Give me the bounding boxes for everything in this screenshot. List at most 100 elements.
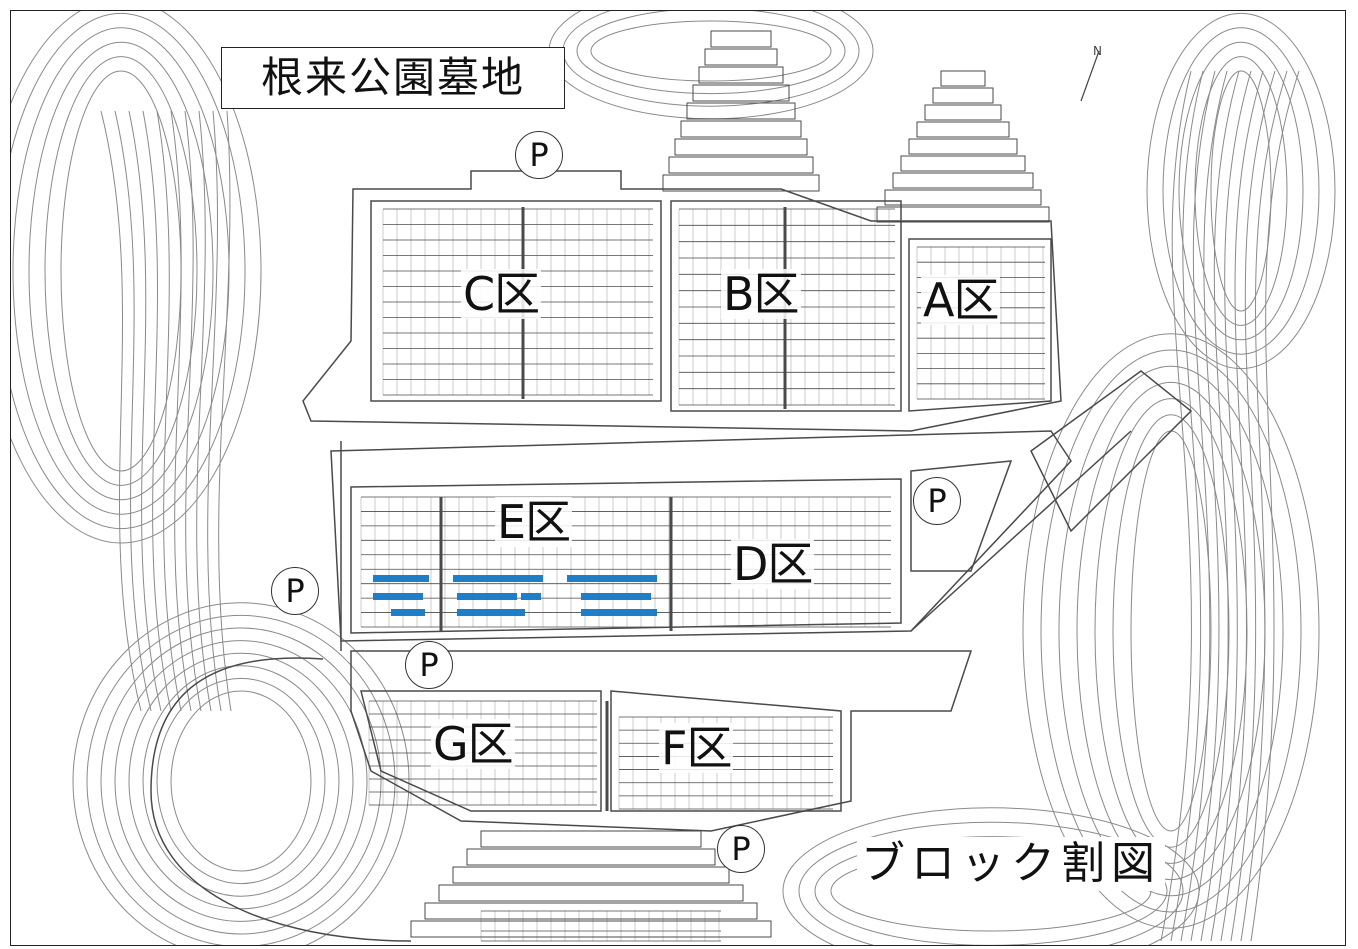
terrace-step — [662, 174, 820, 192]
road-outlines — [150, 170, 1193, 942]
terrace-step — [680, 120, 802, 138]
terrace-step — [932, 87, 994, 104]
contour-line — [1210, 70, 1252, 942]
terrace-step — [924, 104, 1002, 121]
contour-line — [576, 11, 846, 95]
cemetery-site-plan: N — [11, 11, 1336, 945]
highlighted-plot-row — [457, 593, 517, 600]
contour-line — [590, 20, 832, 82]
terrace-step — [876, 206, 1050, 223]
parking-marker[interactable]: P — [271, 567, 319, 615]
contour-line — [562, 11, 860, 107]
contour-line — [184, 110, 202, 712]
road-outline — [150, 657, 412, 942]
contour-line — [170, 110, 192, 712]
contour-line — [1190, 70, 1228, 942]
road-outline — [330, 430, 1072, 642]
zone-label-g[interactable]: G区 — [431, 717, 515, 771]
terrace-step — [410, 920, 772, 938]
parking-marker[interactable]: P — [405, 641, 453, 689]
terrace-step — [668, 156, 814, 174]
road-outline — [302, 170, 1062, 432]
terrace-step — [480, 830, 702, 848]
zone-label-d[interactable]: D区 — [731, 537, 815, 591]
highlighted-plot-row — [581, 593, 651, 600]
highlighted-plot-row — [567, 575, 657, 582]
contour-line — [1130, 430, 1212, 832]
zone-label-a[interactable]: A区 — [921, 273, 1001, 327]
highlighted-plot-row — [373, 593, 423, 600]
road-outline — [350, 478, 902, 634]
terrace-step — [900, 155, 1026, 172]
contour-line — [1170, 70, 1204, 942]
highlighted-plot-row — [453, 575, 543, 582]
contour-line — [128, 110, 162, 712]
svg-text:N: N — [1093, 44, 1102, 58]
contour-line — [1210, 70, 1272, 312]
parking-marker[interactable]: P — [913, 477, 961, 525]
map-title: 根来公園墓地 — [221, 47, 565, 109]
contour-line — [1178, 41, 1304, 341]
contour-line — [207, 110, 222, 712]
contour-line — [1194, 56, 1288, 326]
contour-line — [1094, 398, 1248, 864]
contour-line — [218, 110, 232, 712]
contour-line — [128, 652, 354, 910]
terrace-step — [892, 172, 1034, 189]
contour-line — [1250, 70, 1300, 942]
terrace-step — [466, 848, 716, 866]
contour-line — [1200, 70, 1240, 942]
terrace-step — [698, 66, 784, 84]
terrace-step — [916, 121, 1010, 138]
highlighted-plot-row — [457, 609, 525, 616]
contour-line — [1162, 27, 1320, 355]
map-subtitle: ブロック割図 — [857, 837, 1165, 891]
terrace-step — [908, 138, 1018, 155]
highlighted-plot-row — [581, 609, 657, 616]
contour-line — [28, 41, 214, 501]
contour-line — [142, 665, 340, 897]
contour-line — [1146, 12, 1336, 370]
road-outline — [1030, 370, 1193, 533]
zone-label-f[interactable]: F区 — [659, 721, 734, 775]
contour-line — [196, 110, 212, 712]
zone-label-e[interactable]: E区 — [495, 495, 573, 549]
terrain-contour-lines — [11, 11, 1336, 945]
contour-line — [1040, 349, 1302, 913]
contour-line — [1230, 70, 1276, 942]
contour-line — [114, 110, 152, 712]
highlighted-plot-row — [391, 609, 425, 616]
highlighted-plot-row — [521, 593, 541, 600]
contour-line — [814, 836, 1168, 945]
contour-line — [798, 821, 1184, 945]
contour-line — [170, 690, 312, 872]
terrace-step — [704, 48, 778, 66]
contour-line — [114, 640, 368, 922]
contour-line — [142, 110, 172, 712]
zone-label-c[interactable]: C区 — [461, 267, 542, 321]
road-outline — [350, 650, 973, 832]
zone-label-b[interactable]: B区 — [721, 267, 801, 321]
contour-line — [100, 110, 142, 712]
terrace-step — [438, 884, 744, 902]
terrace-step — [452, 866, 730, 884]
road-outline — [910, 430, 1132, 632]
contour-line — [86, 614, 396, 945]
terraced-stairs — [410, 30, 1050, 938]
contour-line — [1022, 333, 1320, 929]
highlighted-plot-row — [373, 575, 429, 582]
terrace-step — [884, 189, 1042, 206]
contour-line — [1160, 70, 1192, 942]
contour-line — [1058, 365, 1284, 897]
contour-line — [156, 110, 182, 712]
contour-line — [1180, 70, 1216, 942]
terrace-step — [692, 84, 790, 102]
parking-marker[interactable]: P — [515, 131, 563, 179]
terrace-step — [424, 902, 758, 920]
contour-line — [156, 677, 326, 885]
contour-line — [1112, 414, 1230, 848]
road-outline — [910, 460, 1013, 572]
road-outline — [370, 200, 662, 402]
parking-marker[interactable]: P — [717, 825, 765, 873]
terrace-step — [710, 30, 772, 48]
